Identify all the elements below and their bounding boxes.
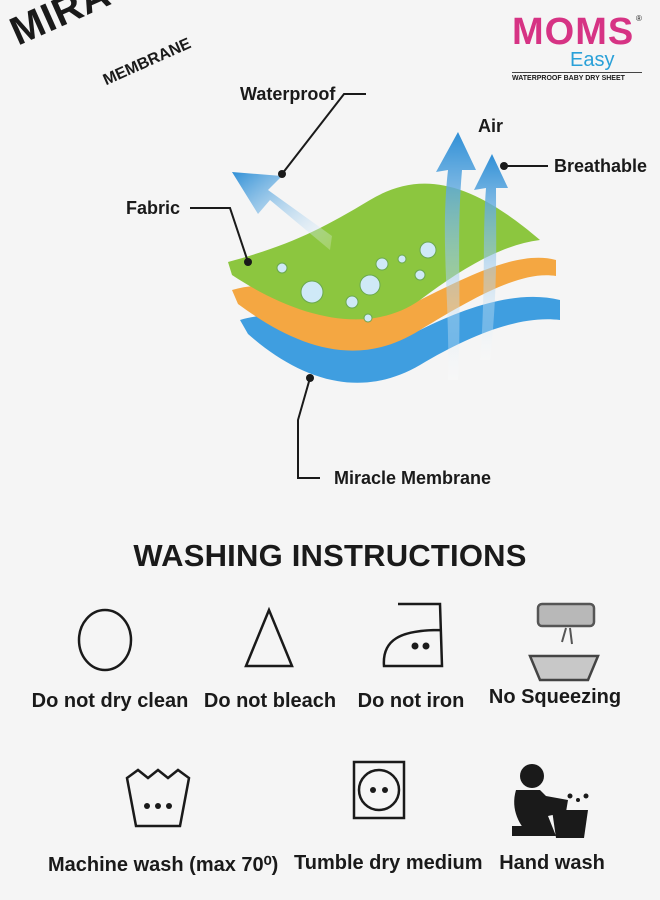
caption-machine-wash: Machine wash (max 70⁰) bbox=[48, 854, 279, 876]
membrane-leader bbox=[297, 377, 320, 479]
squeeze-icon bbox=[528, 602, 600, 682]
waterproof-arrow bbox=[232, 172, 332, 250]
triangle-icon bbox=[244, 606, 294, 668]
label-membrane: Miracle Membrane bbox=[334, 468, 492, 488]
fabric-leader bbox=[190, 207, 249, 263]
label-waterproof: Waterproof bbox=[240, 84, 336, 104]
label-fabric: Fabric bbox=[126, 198, 181, 218]
waterproof-dot bbox=[278, 170, 286, 178]
brand-line2: Easy bbox=[570, 49, 615, 71]
iron-icon bbox=[382, 602, 444, 668]
hand-wash-icon bbox=[512, 764, 589, 838]
washing-title: WASHING INSTRUCTIONS bbox=[133, 538, 527, 573]
caption-iron: Do not iron bbox=[357, 690, 465, 712]
breathable-dot bbox=[500, 162, 508, 170]
brand-line1: MOMS bbox=[512, 11, 635, 53]
caption-bleach: Do not bleach bbox=[203, 690, 337, 712]
label-breathable: Breathable bbox=[554, 156, 648, 176]
waterproof-leader bbox=[281, 93, 366, 175]
caption-squeezing: No Squeezing bbox=[488, 686, 622, 708]
membrane-dot bbox=[306, 374, 314, 382]
middle-layer-orange bbox=[232, 257, 556, 351]
caption-tumble-dry: Tumble dry medium bbox=[294, 852, 483, 874]
fabric-dot bbox=[244, 258, 252, 266]
caption-hand-wash: Hand wash bbox=[499, 852, 605, 874]
registered-mark: ® bbox=[636, 14, 642, 23]
air-arrow-right bbox=[474, 154, 508, 360]
wash-tub-icon bbox=[125, 768, 191, 828]
air-arrow-left bbox=[436, 132, 476, 380]
brand-tagline: WATERPROOF BABY DRY SHEET bbox=[512, 72, 642, 82]
brand-logo: MOMS ® Easy WATERPROOF BABY DRY SHEET bbox=[512, 11, 642, 82]
label-air: Air bbox=[478, 116, 504, 136]
water-droplets bbox=[276, 241, 437, 323]
tumble-dry-icon bbox=[352, 760, 406, 820]
caption-dry-clean: Do not dry clean bbox=[31, 690, 189, 712]
circle-icon bbox=[77, 608, 133, 672]
